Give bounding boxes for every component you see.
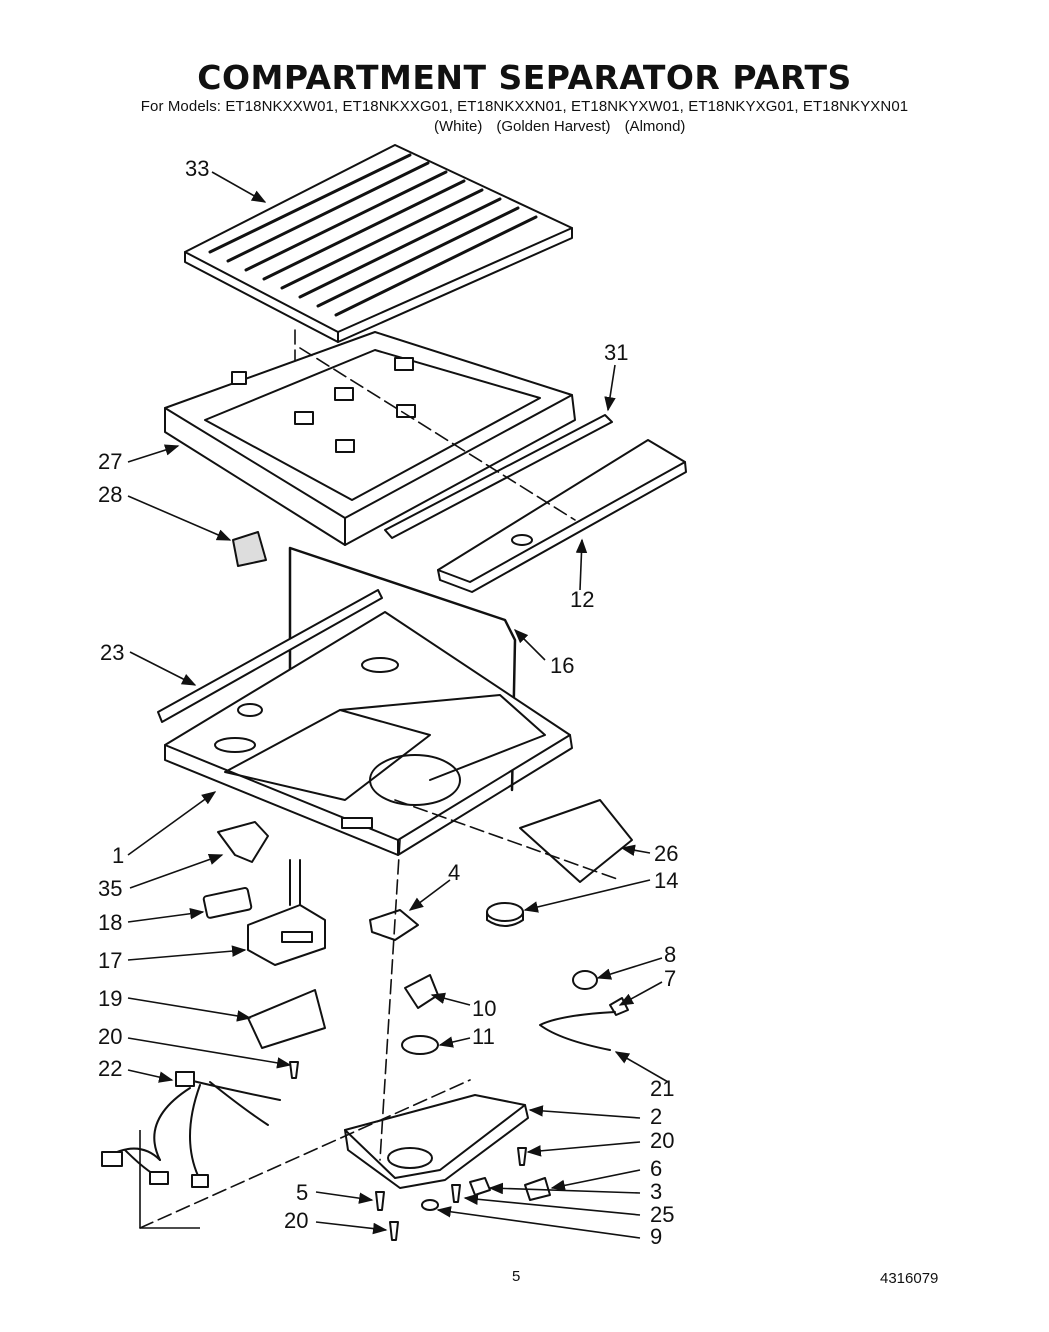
part-20-screw-c [389,1221,399,1241]
callout-23: 23 [100,640,124,665]
callout-21: 21 [650,1076,674,1101]
page-number: 5 [512,1268,521,1285]
callout-18: 18 [98,910,122,935]
callout-10: 10 [472,996,496,1021]
callout-8: 8 [664,942,676,967]
part-3-screw [451,1184,461,1203]
callout-19: 19 [98,986,122,1011]
part-17-housing [247,859,326,966]
part-2-light-housing [344,1094,529,1189]
part-25-clip [469,1177,491,1196]
callout-5: 5 [296,1180,308,1205]
callout-25: 25 [650,1202,674,1227]
callout-6: 6 [650,1156,662,1181]
callout-20-c: 20 [284,1208,308,1233]
callout-26: 26 [654,841,678,866]
part-26-baffle [519,799,633,883]
part-5-screw [375,1191,385,1211]
part-11-knob [401,1035,439,1055]
callout-35: 35 [98,876,122,901]
part-10-switch [404,974,439,1009]
callout-4: 4 [448,860,460,885]
callout-16: 16 [550,653,574,678]
part-20-screw-a [289,1061,299,1079]
callout-20-a: 20 [98,1024,122,1049]
part-22-wire-harness [101,1071,281,1188]
part-23-rail [157,589,383,723]
callout-2: 2 [650,1104,662,1129]
part-19-control [247,989,326,1049]
part-21-wire [539,1011,616,1051]
callout-20-b: 20 [650,1128,674,1153]
callout-9: 9 [650,1224,662,1249]
part-18-cover [202,887,253,919]
part-27-separator-frame [164,331,576,546]
models-line: For Models: ET18NKXXW01, ET18NKXXG01, ET… [140,98,909,115]
part-12-channel [437,439,687,593]
part-1-separator-pan [164,611,573,856]
color-white: (White) [434,118,483,135]
part-20-screw-b [517,1147,527,1166]
color-legend: (White) (Golden Harvest) (Almond) [434,118,699,135]
part-14-grommet [486,902,524,927]
document-number: 4316079 [880,1270,939,1287]
color-almond: (Almond) [624,118,686,135]
part-9-washer [421,1199,439,1211]
part-35-bracket [217,821,269,863]
callout-27: 27 [98,449,122,474]
callout-7: 7 [664,966,676,991]
callout-12: 12 [570,587,594,612]
part-31-strip [384,414,613,539]
part-22-bracket-line [139,1130,200,1229]
callout-14: 14 [654,868,678,893]
part-33-shelf-grille [184,144,573,343]
callout-31: 31 [604,340,628,365]
callout-11: 11 [472,1024,495,1049]
callout-17: 17 [98,948,122,973]
callout-1: 1 [112,843,124,868]
callout-3: 3 [650,1179,662,1204]
callout-33: 33 [185,156,209,181]
part-8-bulb [572,970,598,990]
color-golden-harvest: (Golden Harvest) [496,118,611,135]
callout-22: 22 [98,1056,122,1081]
callout-28: 28 [98,482,122,507]
part-28-block [232,531,267,567]
page-title: COMPARTMENT SEPARATOR PARTS [197,58,852,97]
